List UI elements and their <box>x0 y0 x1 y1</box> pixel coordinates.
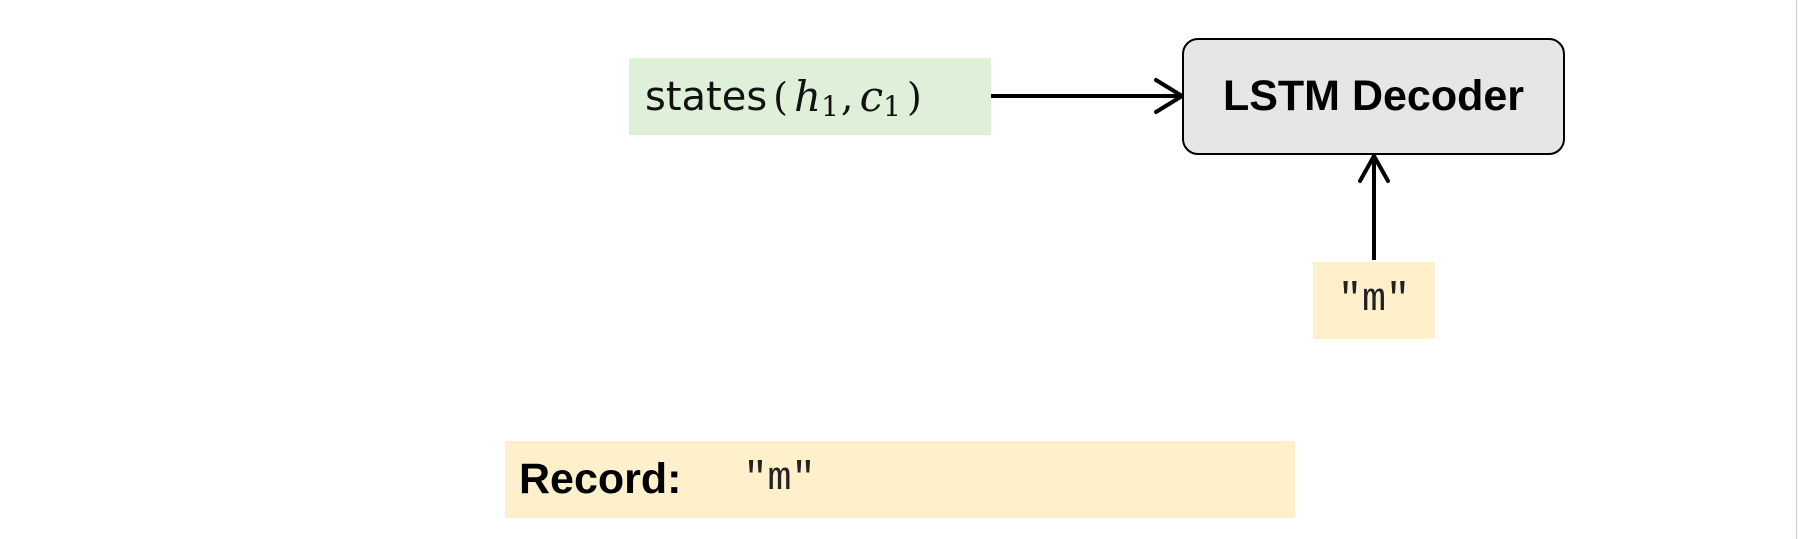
cell-state-subscript: 1 <box>883 90 901 123</box>
cell-state-symbol: c <box>859 72 884 121</box>
lstm-decoder-box: LSTM Decoder <box>1182 38 1565 155</box>
lstm-decoder-label: LSTM Decoder <box>1222 72 1525 120</box>
record-label: Record: <box>519 455 682 503</box>
input-token-text: "m" <box>1337 278 1410 323</box>
states-comma: , <box>840 73 854 120</box>
token-to-decoder-arrowhead <box>1358 154 1390 183</box>
states-label: states <box>645 73 768 120</box>
hidden-state-subscript: 1 <box>821 90 839 123</box>
input-token-box: "m" <box>1313 262 1435 339</box>
record-box: Record: "m" <box>505 441 1295 518</box>
canvas-right-border <box>1796 0 1797 539</box>
states-to-decoder-arrowhead <box>1154 78 1184 114</box>
states-close-paren: ) <box>906 74 922 119</box>
record-value: "m" <box>743 457 816 502</box>
hidden-state-symbol: h <box>794 72 822 121</box>
states-open-paren: ( <box>773 74 788 119</box>
